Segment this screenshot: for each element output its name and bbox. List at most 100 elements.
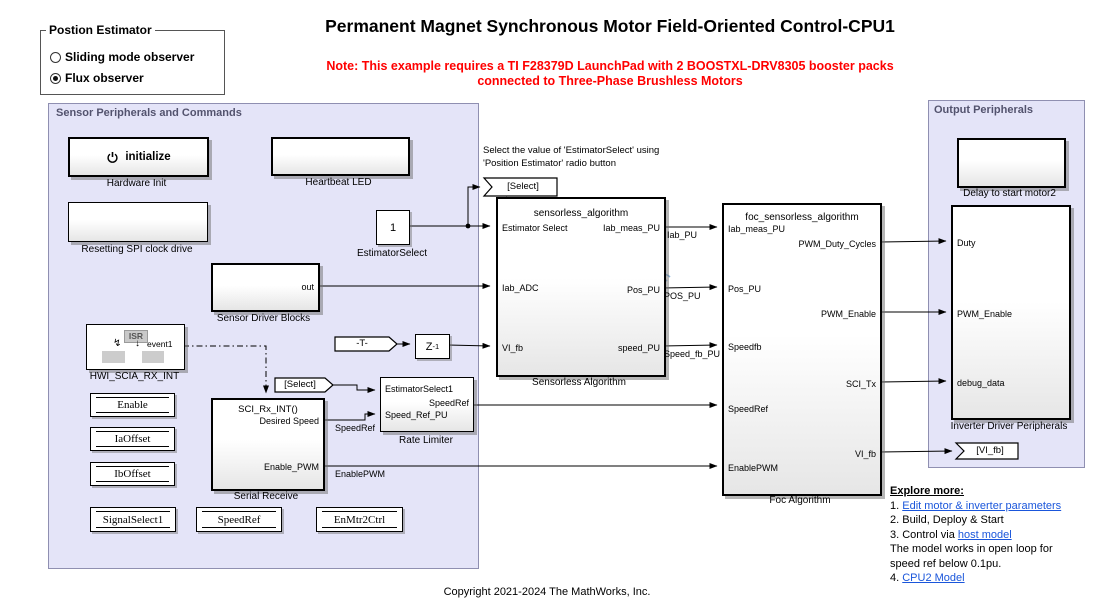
port-pwm-duty-cycles: PWM_Duty_Cycles: [798, 239, 876, 249]
iboffset-button-label: IbOffset: [114, 468, 151, 480]
unit-delay-block[interactable]: Z-1: [415, 334, 450, 359]
port-duty: Duty: [957, 238, 976, 248]
goto-select-label[interactable]: [Select]: [507, 181, 539, 192]
from-t-label[interactable]: -T-: [356, 338, 368, 349]
isr-badge: ISR: [124, 330, 148, 343]
annotation-line2: 'Position Estimator' radio button: [483, 157, 616, 169]
edit-parameters-link[interactable]: Edit motor & inverter parameters: [902, 499, 1062, 512]
wire-speed-fb[interactable]: [661, 342, 718, 349]
hardware-init-label: Hardware Init: [106, 178, 167, 189]
explore-item1: 1. Edit motor & inverter parameters: [890, 499, 1094, 514]
signalselect1-button[interactable]: SignalSelect1: [90, 507, 176, 532]
port-speed-ref-pu: Speed_Ref_PU: [385, 410, 448, 420]
signal-pos-pu: POS_PU: [664, 291, 701, 301]
port-foc-speedref: SpeedRef: [728, 404, 769, 414]
explore-item3: 3. Control via host model: [890, 528, 1094, 543]
sensor-region-title: Sensor Peripherals and Commands: [56, 107, 242, 119]
heartbeat-led-label: Heartbeat LED: [305, 177, 372, 188]
lightning-icon: ↯: [113, 338, 122, 349]
port-estimator-select: Estimator Select: [502, 223, 568, 233]
resetting-spi-block[interactable]: [68, 202, 208, 242]
isr-slot-icon: [102, 351, 125, 363]
copyright-text: Copyright 2021-2024 The MathWorks, Inc.: [443, 586, 651, 598]
isr-slot-icon: [142, 351, 164, 363]
explore-heading: Explore more:: [890, 485, 964, 497]
signal-speed-fb-pu: Speed_fb_PU: [664, 349, 721, 359]
port-estimatorselect1: EstimatorSelect1: [385, 384, 454, 394]
position-estimator-title: Postion Estimator: [46, 23, 155, 37]
port-speedref-out: SpeedRef: [428, 398, 469, 408]
port-sci-tx: SCI_Tx: [845, 379, 876, 389]
radio-sliding-mode-observer[interactable]: Sliding mode observer: [50, 50, 194, 64]
foc-title: foc_sensorless_algorithm: [745, 212, 859, 223]
position-estimator-groupbox: [40, 30, 225, 95]
sensor-driver-block[interactable]: out: [211, 263, 320, 312]
power-icon: [107, 151, 118, 163]
port-inv-pwm-enable: PWM_Enable: [957, 309, 1013, 319]
radio-icon-unselected[interactable]: [50, 51, 61, 63]
hwi-interrupt-block[interactable]: ISR ↯ ↓ event1: [86, 324, 185, 370]
unit-delay-exponent: -1: [432, 342, 440, 351]
explore-more-section: Explore more: 1. Edit motor & inverter p…: [890, 484, 1094, 586]
radio-label: Flux observer: [65, 71, 144, 85]
sensorless-algorithm-block[interactable]: sensorless_algorithm Estimator Select Ia…: [496, 197, 666, 377]
explore-item4: 4. CPU2 Model: [890, 571, 1094, 586]
rate-limiter-block[interactable]: EstimatorSelect1 SpeedRef Speed_Ref_PU: [380, 377, 474, 432]
serial-receive-title: SCI_Rx_INT(): [238, 404, 298, 415]
unit-delay-base: Z: [425, 340, 433, 353]
wire-pos-pu[interactable]: [661, 284, 718, 291]
enable-button[interactable]: Enable: [90, 393, 175, 417]
port-pwm-enable: PWM_Enable: [820, 309, 876, 319]
inverter-driver-block[interactable]: Duty PWM_Enable debug_data: [951, 205, 1071, 420]
goto-vifb-label[interactable]: [VI_fb]: [976, 445, 1004, 456]
delay-motor2-block[interactable]: [957, 138, 1066, 188]
speedref-button[interactable]: SpeedRef: [196, 507, 282, 532]
enmtr2ctrl-button-label: EnMtr2Ctrl: [333, 513, 386, 526]
radio-icon-selected[interactable]: [50, 72, 61, 84]
estimator-select-constant[interactable]: 1: [376, 210, 410, 245]
iaoffset-button-label: IaOffset: [114, 433, 151, 445]
serial-receive-label: Serial Receive: [233, 491, 299, 502]
iaoffset-button[interactable]: IaOffset: [90, 427, 175, 451]
radio-flux-observer[interactable]: Flux observer: [50, 71, 144, 85]
from-select-label[interactable]: [Select]: [284, 379, 316, 390]
event-port-label: event1: [147, 339, 173, 349]
inverter-driver-label: Inverter Driver Peripherals: [950, 421, 1068, 432]
item3-text: 3. Control via: [890, 528, 958, 541]
note-line2: connected to Three-Phase Brushless Motor…: [477, 74, 743, 88]
foc-label: Foc Algorithm: [769, 495, 831, 506]
foc-algorithm-block[interactable]: foc_sensorless_algorithm Iab_meas_PU Pos…: [722, 203, 882, 496]
item4-number: 4.: [890, 572, 903, 584]
port-foc-iab-meas-pu: Iab_meas_PU: [728, 224, 786, 234]
sensor-driver-label: Sensor Driver Blocks: [216, 313, 311, 324]
port-iab-adc: Iab_ADC: [502, 283, 539, 293]
estimator-select-annotation: Select the value of 'EstimatorSelect' us…: [483, 145, 659, 170]
sensorless-label: Sensorless Algorithm: [532, 377, 626, 388]
annotation-line1: Select the value of 'EstimatorSelect' us…: [483, 145, 660, 156]
hwi-label: HWI_SCIA_RX_INT: [89, 371, 180, 382]
down-arrow-icon: ↓: [135, 338, 140, 349]
model-title: Permanent Magnet Synchronous Motor Field…: [325, 16, 895, 36]
note-line1: Note: This example requires a TI F28379D…: [326, 59, 894, 73]
serial-receive-block[interactable]: SCI_Rx_INT() Desired Speed Enable_PWM: [211, 398, 325, 491]
enmtr2ctrl-button[interactable]: EnMtr2Ctrl: [316, 507, 403, 532]
resetting-spi-label: Resetting SPI clock drive: [81, 244, 193, 255]
initialize-button-label: initialize: [125, 151, 171, 163]
port-foc-pos-pu: Pos_PU: [728, 284, 762, 294]
enable-button-label: Enable: [117, 399, 148, 411]
hardware-init-block[interactable]: initialize: [68, 137, 209, 177]
host-model-link[interactable]: host model: [957, 528, 1012, 541]
port-out: out: [301, 282, 314, 292]
iboffset-button[interactable]: IbOffset: [90, 462, 175, 486]
cpu2-model-link[interactable]: CPU2 Model: [902, 572, 965, 584]
delay-motor2-label: Delay to start motor2: [963, 188, 1056, 199]
heartbeat-led-block[interactable]: [271, 137, 410, 176]
explore-item2: 2. Build, Deploy & Start: [890, 514, 1004, 526]
port-foc-vi-fb: VI_fb: [854, 449, 876, 459]
port-foc-speedfb: Speedfb: [728, 342, 762, 352]
output-region-title: Output Peripherals: [934, 104, 1034, 116]
port-desired-speed: Desired Speed: [259, 416, 319, 426]
constant-value: 1: [389, 221, 397, 234]
port-vi-fb: VI_fb: [502, 343, 524, 353]
